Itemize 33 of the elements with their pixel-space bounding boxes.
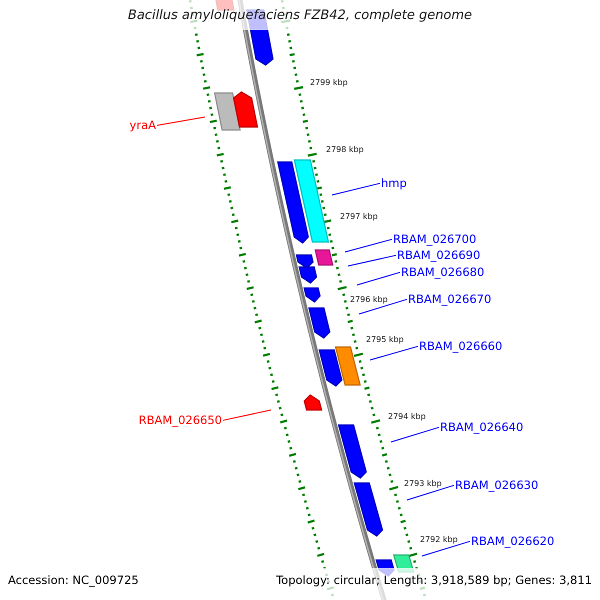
diagram-title: Bacillus amyloliquefaciens FZB42, complete genome — [126, 9, 474, 24]
gene-label: RBAM_026640 — [440, 421, 524, 434]
gene-label: RBAM_026680 — [401, 266, 484, 279]
tick-label: 2795 kbp — [366, 336, 404, 345]
leader-line — [156, 116, 206, 126]
tick-label: 2796 kbp — [350, 296, 388, 305]
gene-label: RBAM_026620 — [471, 535, 554, 548]
gene-label: RBAM_026670 — [408, 293, 492, 306]
tick-label: 2797 kbp — [340, 213, 378, 222]
gene-label: RBAM_026630 — [455, 479, 538, 492]
leader-line — [422, 540, 470, 556]
gene-label: RBAM_026660 — [419, 340, 502, 353]
gene-label: RBAM_026690 — [397, 249, 480, 262]
leader-line — [390, 426, 440, 442]
leader-line — [358, 298, 408, 314]
accession-text: Accession: NC_009725 — [8, 574, 139, 587]
leader-line — [332, 182, 380, 196]
leader-line — [370, 346, 418, 360]
leader-line — [348, 254, 396, 266]
gene-label: hmp — [381, 177, 407, 190]
tick-label: 2794 kbp — [388, 413, 426, 422]
gene-label: RBAM_026700 — [393, 233, 476, 246]
tick-label: 2798 kbp — [326, 146, 364, 155]
gene-label: yraA — [130, 119, 156, 132]
tick-label: 2793 kbp — [404, 480, 442, 489]
tick-label: 2792 kbp — [420, 536, 458, 545]
genome-info-text: Topology: circular; Length: 3,918,589 bp; Genes: 3,811 — [276, 574, 592, 587]
leader-line — [222, 410, 272, 421]
leader-line — [344, 238, 392, 252]
gene-label: RBAM_026650 — [138, 414, 222, 427]
leader-line — [406, 484, 454, 500]
tick-label: 2799 kbp — [310, 79, 348, 88]
leader-line — [356, 272, 400, 286]
